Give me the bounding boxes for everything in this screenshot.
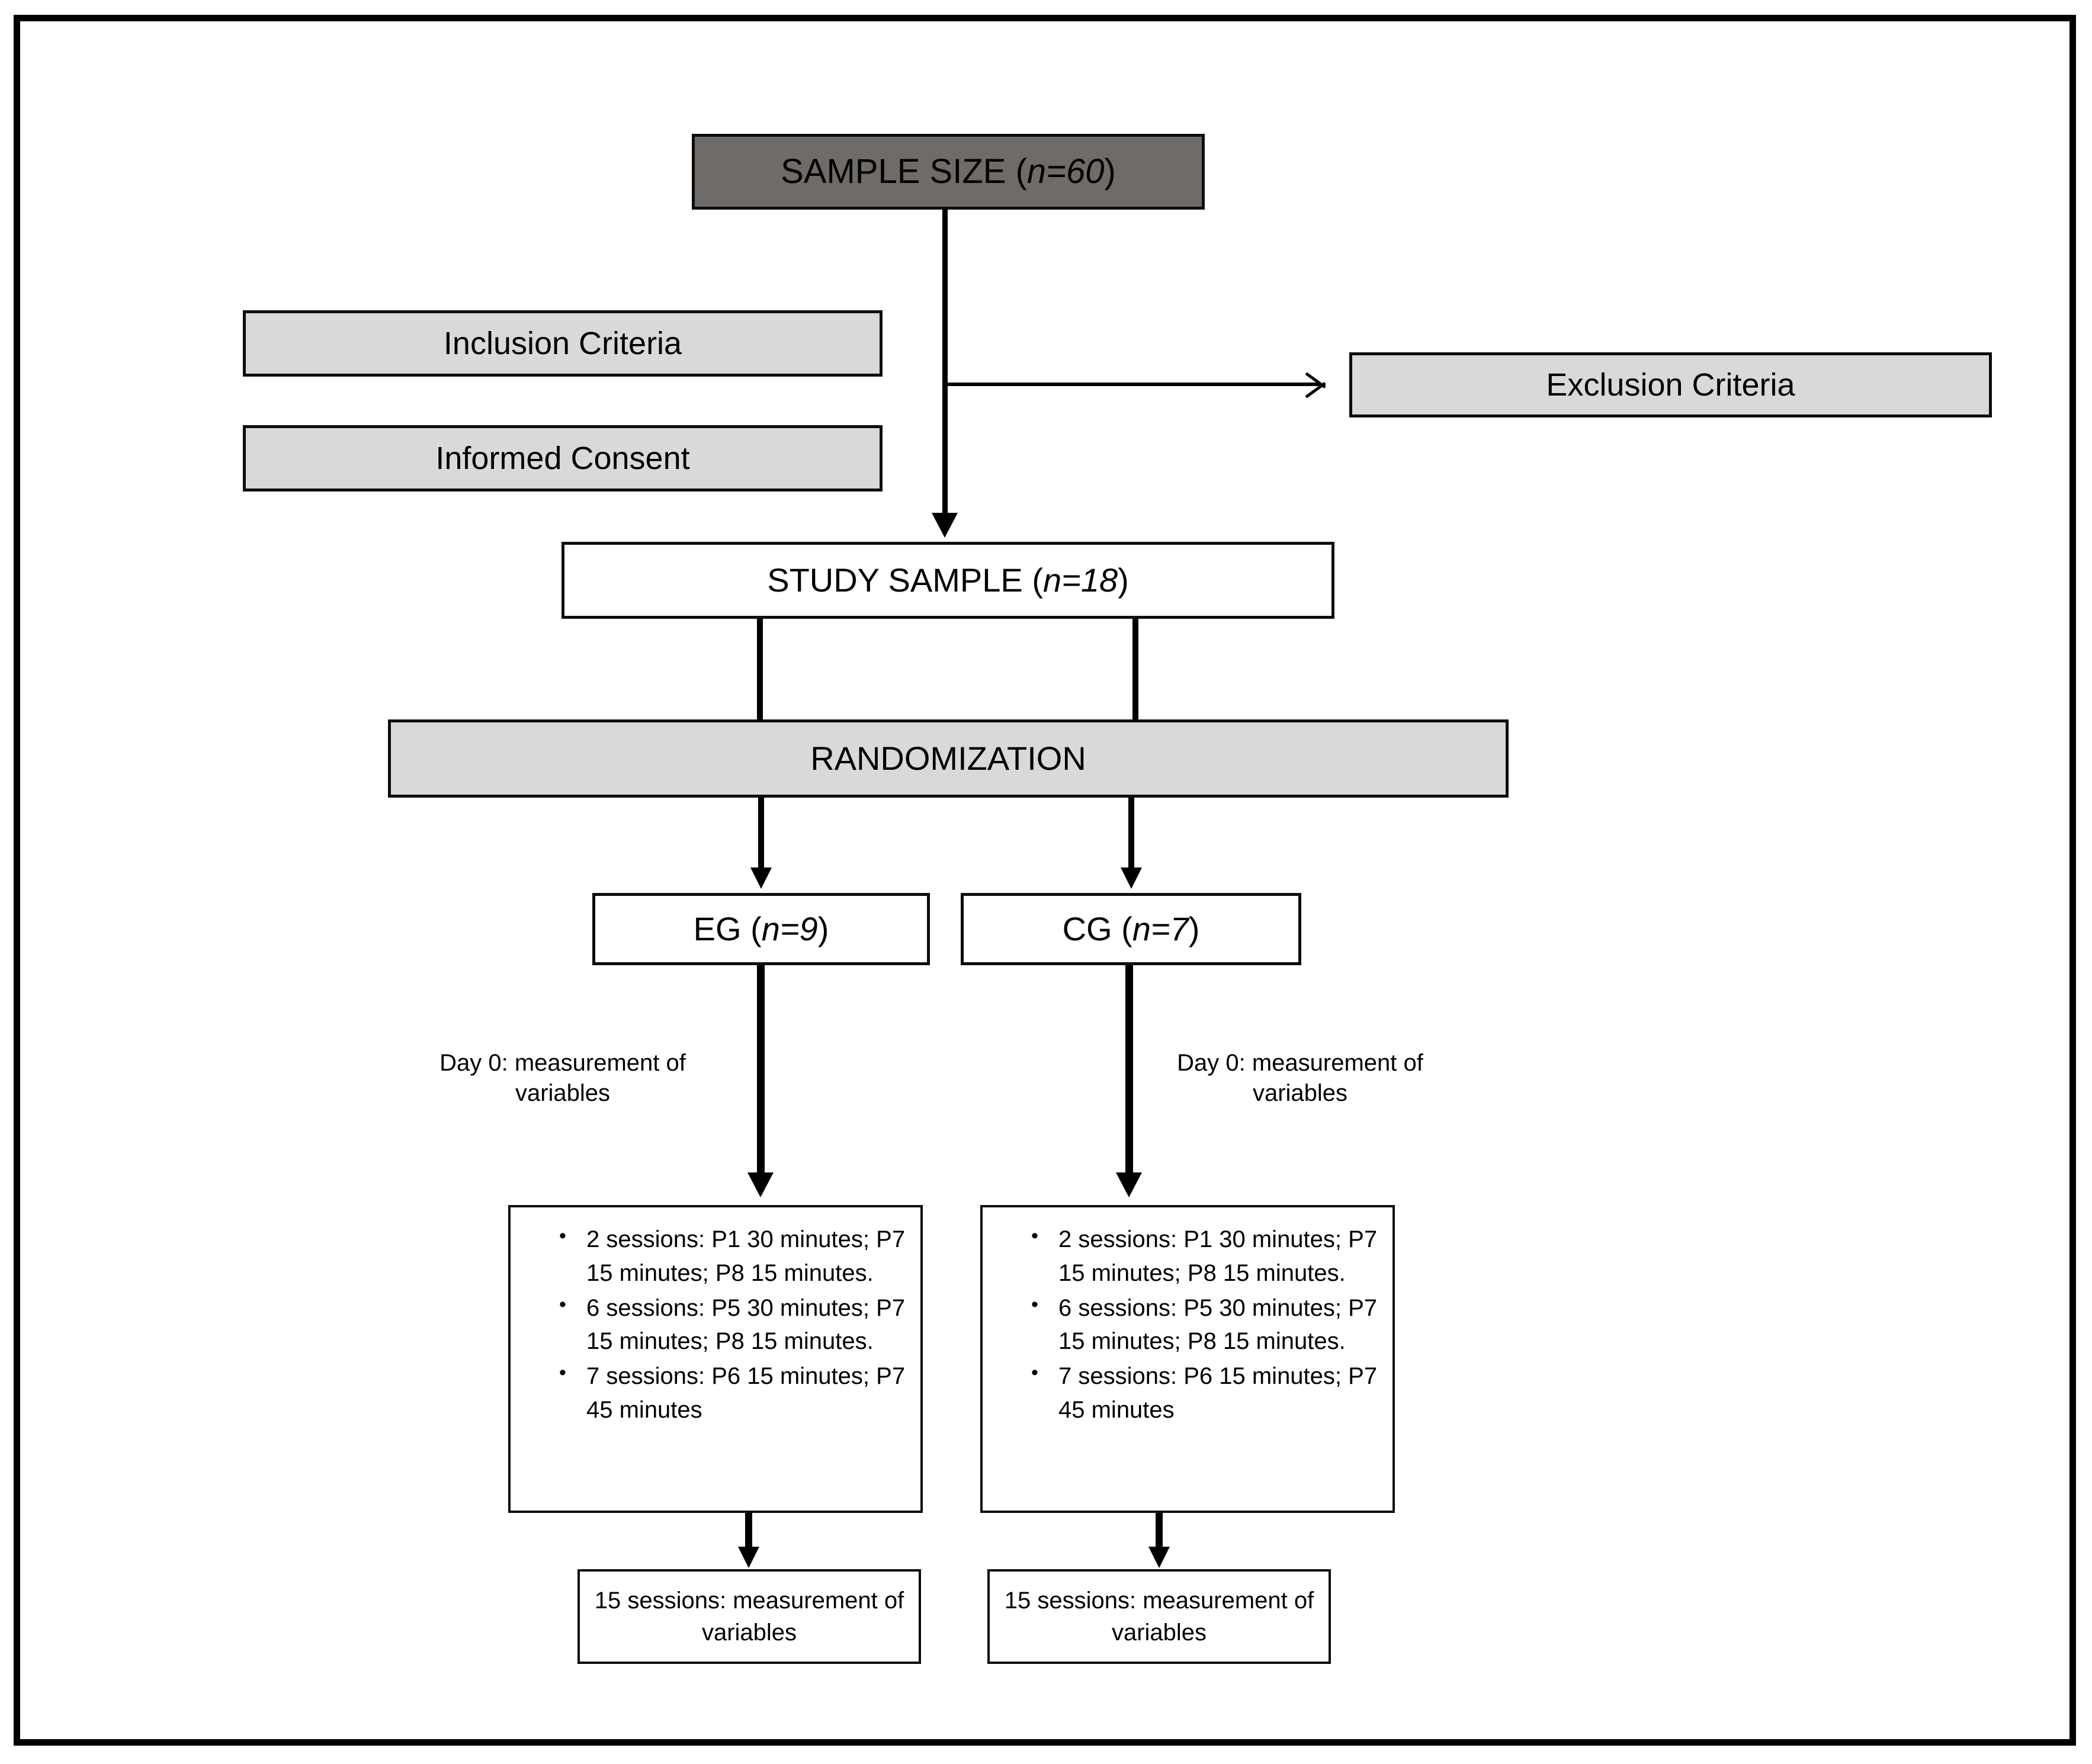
node-study-sample-label: STUDY SAMPLE (n=18) (767, 561, 1129, 599)
node-cg: CG (n=7) (961, 893, 1301, 965)
node-cg-sessions: 2 sessions: P1 30 minutes; P7 15 minutes… (980, 1205, 1395, 1513)
node-randomization: RANDOMIZATION (388, 719, 1509, 798)
node-randomization-label: RANDOMIZATION (810, 739, 1086, 777)
eg-sessions-list: 2 sessions: P1 30 minutes; P7 15 minutes… (521, 1222, 910, 1427)
node-cg-final-label: 15 sessions: measurement of variables (1004, 1588, 1314, 1646)
caption-cg-day0-text: Day 0: measurement of variables (1177, 1050, 1423, 1107)
edge-study-sample-to-randomization-left (757, 619, 763, 721)
node-sample-size-label: SAMPLE SIZE (n=60) (781, 152, 1116, 191)
node-inclusion-criteria: Inclusion Criteria (243, 310, 883, 377)
caption-cg-day0: Day 0: measurement of variables (1146, 1048, 1454, 1108)
node-eg-label: EG (n=9) (693, 910, 829, 947)
edge-sample-size-to-study-sample (942, 210, 948, 518)
edge-study-sample-to-randomization-right (1132, 619, 1138, 721)
list-item: 2 sessions: P1 30 minutes; P7 15 minutes… (1031, 1222, 1382, 1290)
arrowhead-icon (738, 1547, 759, 1568)
list-item: 2 sessions: P1 30 minutes; P7 15 minutes… (559, 1222, 910, 1290)
edge-randomization-to-eg (758, 798, 764, 870)
arrowhead-icon (750, 867, 772, 889)
edge-sample-size-to-exclusion-criteria (945, 383, 1321, 386)
node-eg-final: 15 sessions: measurement of variables (577, 1569, 921, 1664)
node-eg-final-label: 15 sessions: measurement of variables (594, 1588, 904, 1646)
node-exclusion-criteria-label: Exclusion Criteria (1546, 367, 1795, 403)
node-eg: EG (n=9) (592, 893, 930, 965)
edge-randomization-to-cg (1128, 798, 1134, 870)
caption-eg-day0-text: Day 0: measurement of variables (439, 1050, 686, 1107)
edge-eg-sessions-to-eg-final (745, 1513, 752, 1550)
list-item: 6 sessions: P5 30 minutes; P7 15 minutes… (1031, 1290, 1382, 1359)
node-eg-sessions: 2 sessions: P1 30 minutes; P7 15 minutes… (508, 1205, 923, 1513)
arrowhead-icon (1148, 1547, 1170, 1568)
arrowhead-icon (1121, 867, 1142, 889)
cg-sessions-list: 2 sessions: P1 30 minutes; P7 15 minutes… (993, 1222, 1382, 1427)
node-cg-final: 15 sessions: measurement of variables (987, 1569, 1331, 1664)
arrowhead-open-icon (1305, 368, 1333, 400)
node-cg-label: CG (n=7) (1062, 910, 1200, 947)
node-inclusion-criteria-label: Inclusion Criteria (443, 325, 682, 361)
arrowhead-icon (747, 1172, 774, 1197)
node-study-sample: STUDY SAMPLE (n=18) (561, 542, 1334, 619)
arrowhead-icon (1116, 1172, 1142, 1197)
figure-outer-border (14, 15, 2076, 1746)
node-informed-consent-label: Informed Consent (435, 440, 690, 476)
node-exclusion-criteria: Exclusion Criteria (1349, 352, 1992, 417)
edge-cg-sessions-to-cg-final (1156, 1513, 1163, 1550)
arrowhead-icon (932, 513, 958, 538)
list-item: 7 sessions: P6 15 minutes; P7 45 minutes (559, 1358, 910, 1427)
node-informed-consent: Informed Consent (243, 425, 883, 491)
list-item: 6 sessions: P5 30 minutes; P7 15 minutes… (559, 1290, 910, 1359)
edge-eg-to-eg-sessions (757, 965, 765, 1175)
caption-eg-day0: Day 0: measurement of variables (409, 1048, 717, 1108)
node-sample-size: SAMPLE SIZE (n=60) (692, 134, 1205, 210)
list-item: 7 sessions: P6 15 minutes; P7 45 minutes (1031, 1358, 1382, 1427)
edge-cg-to-cg-sessions (1125, 965, 1133, 1175)
